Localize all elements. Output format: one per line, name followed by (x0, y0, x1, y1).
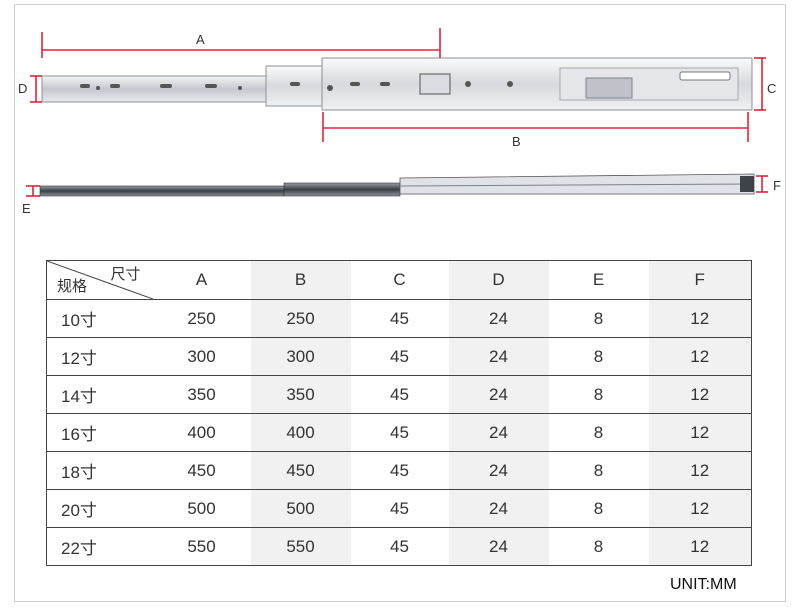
cell-d: 24 (448, 527, 549, 566)
row-size-label: 20寸 (46, 489, 153, 528)
cell-e: 8 (548, 375, 649, 414)
dimension-label-e: E (22, 201, 31, 216)
cell-d: 24 (448, 299, 549, 338)
dimension-lines (26, 28, 768, 197)
cell-c: 45 (350, 299, 449, 338)
unit-label: UNIT:MM (670, 576, 737, 593)
cell-e: 8 (548, 451, 649, 490)
latch (419, 73, 451, 95)
cell-b: 350 (250, 375, 351, 414)
cell-b: 250 (250, 299, 351, 338)
cell-a: 400 (152, 413, 251, 452)
cell-b: 400 (250, 413, 351, 452)
cell-e: 8 (548, 337, 649, 376)
cell-c: 45 (350, 451, 449, 490)
dimension-label-f: F (773, 178, 781, 193)
cell-f: 12 (648, 413, 752, 452)
column-header-f: F (648, 260, 752, 300)
cell-d: 24 (448, 375, 549, 414)
cell-c: 45 (350, 375, 449, 414)
cell-d: 24 (448, 451, 549, 490)
dimension-label-b: B (512, 134, 521, 149)
cell-a: 500 (152, 489, 251, 528)
cell-d: 24 (448, 413, 549, 452)
table-corner-cell: 尺寸 规格 (46, 260, 153, 300)
dimension-label-c: C (767, 81, 776, 96)
cell-f: 12 (648, 299, 752, 338)
dimension-label-d: D (18, 81, 27, 96)
sheet-border (14, 4, 786, 602)
cell-f: 12 (648, 489, 752, 528)
corner-label-spec: 规格 (57, 278, 88, 295)
cell-b: 450 (250, 451, 351, 490)
cell-a: 550 (152, 527, 251, 566)
cell-b: 550 (250, 527, 351, 566)
cell-a: 250 (152, 299, 251, 338)
cell-d: 24 (448, 337, 549, 376)
inner-rail-slots (80, 81, 513, 91)
slide-rail-diagram: A B C D E F (18, 28, 781, 216)
cell-e: 8 (548, 489, 649, 528)
cell-b: 500 (250, 489, 351, 528)
cell-c: 45 (350, 413, 449, 452)
cell-c: 45 (350, 337, 449, 376)
cell-b: 300 (250, 337, 351, 376)
cell-f: 12 (648, 375, 752, 414)
cell-f: 12 (648, 451, 752, 490)
rail-side-view (39, 173, 755, 197)
column-header-e: E (548, 260, 649, 300)
side-inner-rail (39, 185, 285, 197)
cell-c: 45 (350, 527, 449, 566)
cell-e: 8 (548, 527, 649, 566)
cell-a: 300 (152, 337, 251, 376)
outer-rail-slot (679, 71, 731, 81)
cell-e: 8 (548, 299, 649, 338)
ball-cage (585, 77, 633, 99)
column-header-b: B (250, 260, 351, 300)
column-header-a: A (152, 260, 251, 300)
cell-c: 45 (350, 489, 449, 528)
row-size-label: 12寸 (46, 337, 153, 376)
row-size-label: 22寸 (46, 527, 153, 566)
row-size-label: 16寸 (46, 413, 153, 452)
cell-d: 24 (448, 489, 549, 528)
cell-f: 12 (648, 527, 752, 566)
rail-front-view (41, 57, 753, 111)
corner-diagonal (47, 261, 153, 299)
cell-f: 12 (648, 337, 752, 376)
side-middle-rail (283, 182, 401, 197)
cell-e: 8 (548, 413, 649, 452)
column-header-d: D (448, 260, 549, 300)
corner-label-dimension: 尺寸 (110, 266, 141, 283)
row-size-label: 14寸 (46, 375, 153, 414)
dimension-label-a: A (196, 32, 205, 47)
row-size-label: 18寸 (46, 451, 153, 490)
cell-a: 450 (152, 451, 251, 490)
table-header-row: 尺寸 规格 A B C D E F (46, 260, 752, 300)
row-size-label: 10寸 (46, 299, 153, 338)
side-outer-rail (399, 173, 755, 195)
column-header-c: C (350, 260, 449, 300)
cell-a: 350 (152, 375, 251, 414)
